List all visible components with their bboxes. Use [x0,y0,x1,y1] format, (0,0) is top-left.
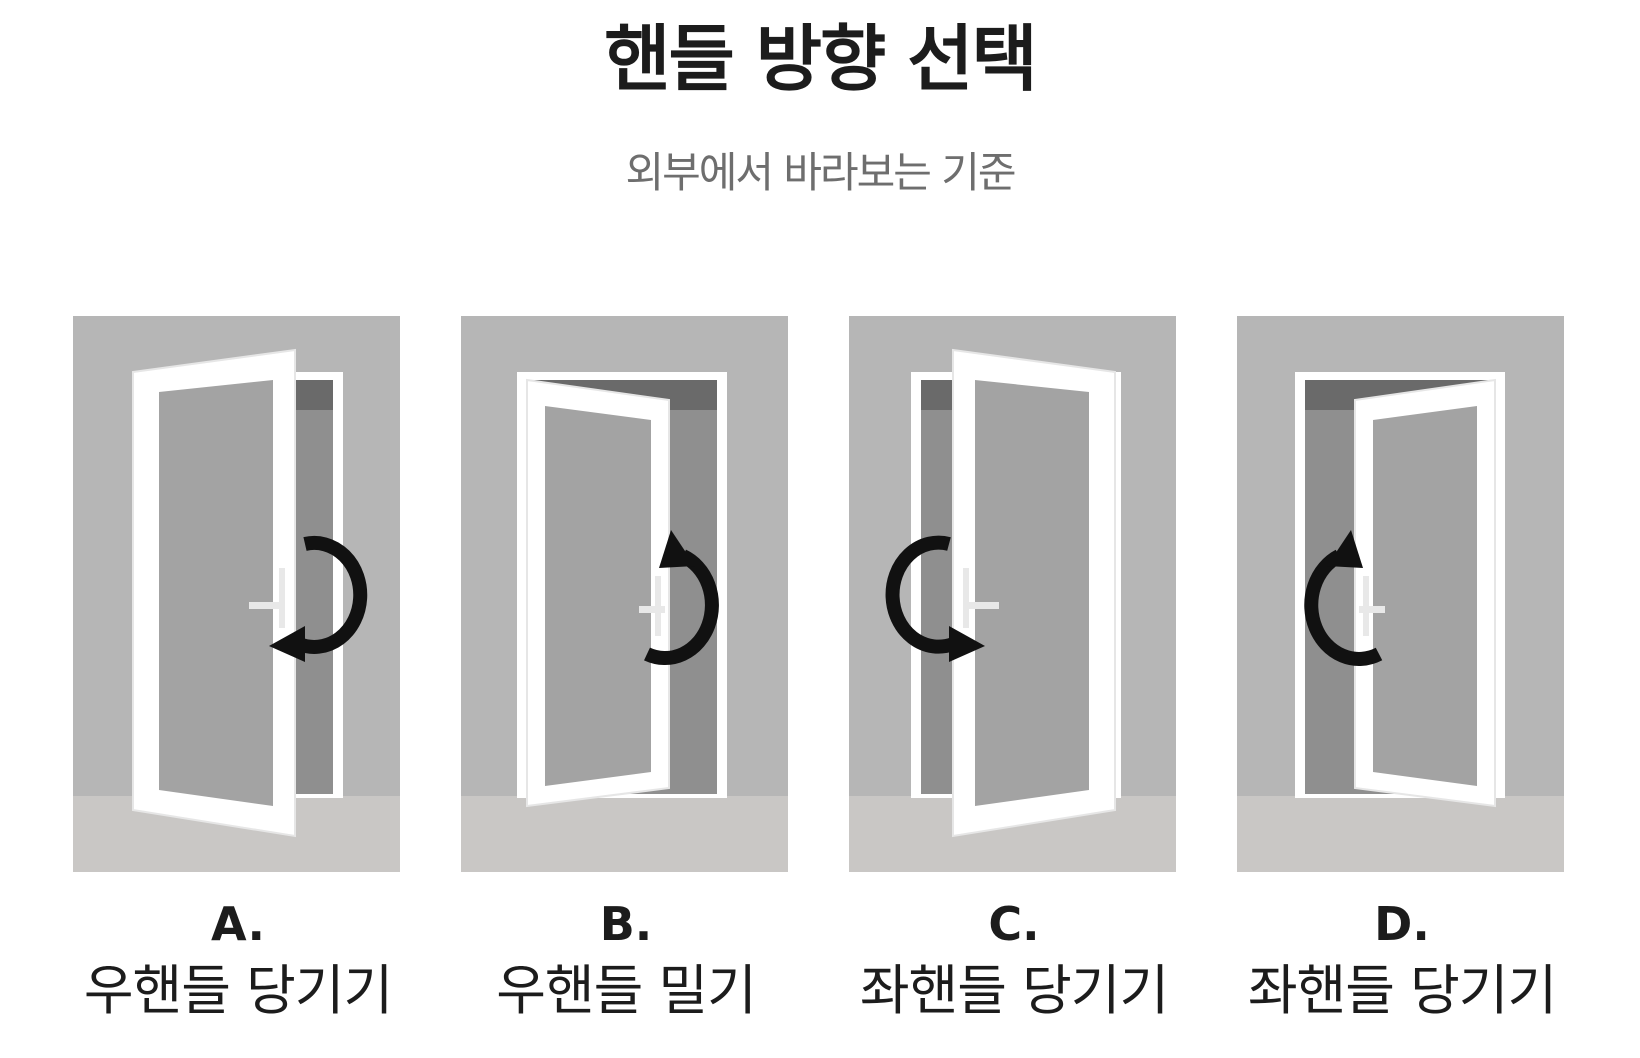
door-image-a [73,316,400,872]
option-letter: D. [1374,897,1430,951]
door-illustration [73,316,400,872]
door-image-d [1237,316,1564,872]
option-label: 좌핸들 당기기 [1247,959,1557,1022]
option-letter: B. [599,897,653,951]
door-image-c [849,316,1176,872]
door-illustration [1237,316,1564,872]
page-title: 핸들 방향 선택 [604,17,1038,101]
option-label: 좌핸들 당기기 [859,959,1169,1022]
door-illustration [461,316,788,872]
door-image-b [461,316,788,872]
page-subtitle: 외부에서 바라보는 기준 [625,148,1016,197]
option-label: 우핸들 당기기 [83,959,393,1022]
option-label: 우핸들 밀기 [496,959,757,1022]
door-illustration [849,316,1176,872]
option-letter: A. [211,897,265,951]
option-letter: C. [988,897,1040,951]
